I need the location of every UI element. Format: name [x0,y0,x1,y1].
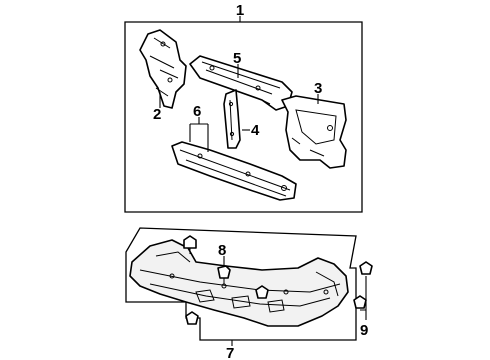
callout-8: 8 [218,242,226,259]
callout-2: 2 [153,106,161,123]
callout-9-leader [360,276,367,320]
callout-1: 1 [236,2,244,19]
lower-reinforcement-part [171,141,297,201]
callout-7: 7 [226,345,234,360]
lower-assembly-group: 8 9 7 [125,227,373,360]
upper-assembly-group: 1 2 5 3 [124,2,363,213]
retainer-clip-center [255,285,269,299]
callout-5: 5 [233,50,241,67]
upper-group-frame [124,21,363,213]
callout-9: 9 [360,322,368,339]
splash-shield-part [129,239,349,327]
retainer-clip-lower-left [185,311,199,325]
callout-6: 6 [193,103,201,120]
lower-group-frame [125,227,357,341]
retainer-clip-upper [183,235,197,254]
clip-part-9-upper [359,261,373,275]
bolt-part-8 [217,265,231,284]
center-strut-part [223,89,241,149]
left-bracket-part [139,29,187,109]
right-side-panel-part [281,95,347,169]
callout-3: 3 [314,80,322,97]
callout-4: 4 [251,122,260,139]
clip-part-9-lower [353,295,367,309]
upper-crossmember-part [189,55,293,111]
